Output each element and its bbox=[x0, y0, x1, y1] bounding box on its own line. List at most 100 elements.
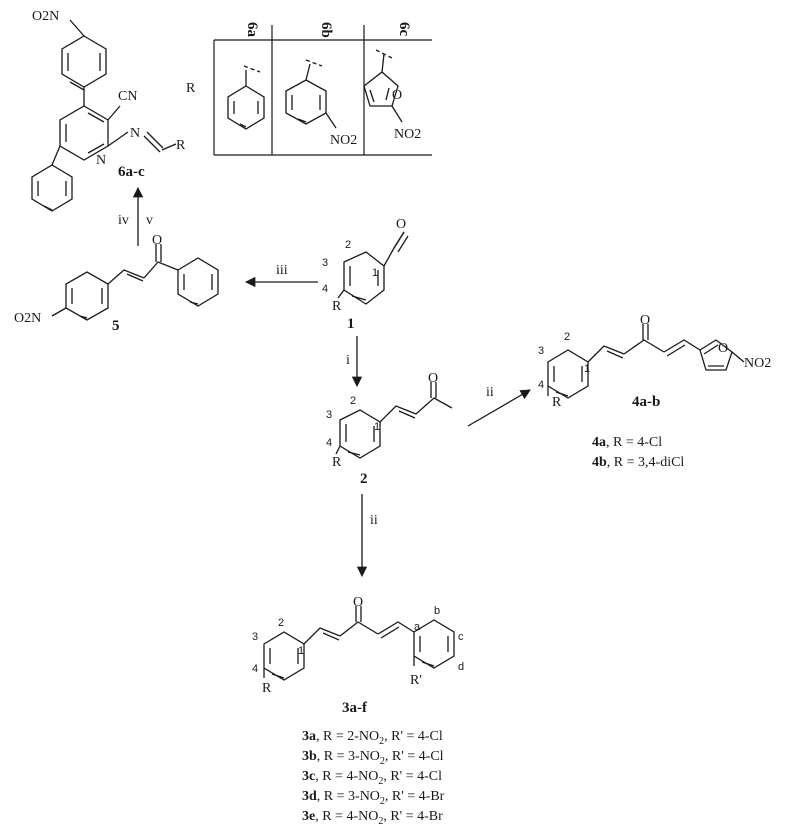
aldehyde-oxygen: O bbox=[396, 217, 406, 232]
position-3-c2: 3 bbox=[326, 409, 332, 421]
arrow-label-i: i bbox=[346, 353, 350, 368]
position-3-c4: 3 bbox=[538, 345, 544, 357]
table-header-6c: 6c bbox=[396, 22, 412, 37]
arrow-ii-to-4: ii bbox=[467, 385, 531, 427]
arrow-iii: iii bbox=[244, 263, 318, 288]
ketone-oxygen-2: O bbox=[428, 371, 438, 386]
id-3e: 3e bbox=[302, 809, 315, 824]
position-c-c3: c bbox=[458, 631, 464, 643]
sub-3c: 2 bbox=[378, 776, 383, 787]
r-group-2: R bbox=[332, 455, 342, 470]
arrow-label-iv: iv bbox=[118, 213, 129, 228]
rp-3b: , R' = 4-Cl bbox=[385, 749, 444, 764]
sub-3d: 2 bbox=[380, 796, 385, 807]
sub-3e: 2 bbox=[378, 816, 383, 827]
r-group-1: R bbox=[332, 299, 342, 314]
r-3a: , R = 2-NO bbox=[316, 729, 379, 744]
id-3b: 3b bbox=[302, 749, 317, 764]
nitro-5: O2N bbox=[14, 311, 41, 326]
nitro-6b: NO2 bbox=[330, 133, 357, 148]
rp-3c: , R' = 4-Cl bbox=[383, 769, 442, 784]
compound-list-4: 4a, R = 4-Cl 4b, R = 3,4-diCl bbox=[592, 435, 684, 470]
cn-label: CN bbox=[118, 89, 137, 104]
compound-3: O 2 3 4 1 a b c d R R' 3a-f bbox=[252, 595, 464, 716]
position-d-c3: d bbox=[458, 661, 464, 673]
r-group-3: R bbox=[262, 681, 272, 696]
r-group-table: R 6a 6b 6c NO2 O NO2 bbox=[186, 22, 432, 156]
compound-label-1: 1 bbox=[347, 316, 355, 332]
sub-3a: 2 bbox=[379, 736, 384, 747]
arrow-ii-down: ii bbox=[356, 494, 378, 578]
position-1: 1 bbox=[372, 267, 378, 279]
nitro-4: NO2 bbox=[744, 356, 771, 371]
arrow-iv-v: iv v bbox=[118, 186, 153, 246]
rp-3e: , R' = 4-Br bbox=[383, 809, 443, 824]
compound-5: O2N O 5 bbox=[14, 233, 219, 334]
id-4b: 4b bbox=[592, 455, 607, 470]
position-2-c3: 2 bbox=[278, 617, 284, 629]
r-prime-group-3: R' bbox=[410, 673, 422, 688]
compound-1: O 2 3 4 1 R 1 bbox=[322, 217, 409, 332]
arrow-i: i bbox=[346, 336, 363, 388]
position-1-c2: 1 bbox=[374, 421, 380, 433]
table-row-label: R bbox=[186, 81, 196, 96]
compound-label: 6a-c bbox=[118, 164, 145, 180]
position-4-c3: 4 bbox=[252, 663, 258, 675]
id-3c: 3c bbox=[302, 769, 315, 784]
arrow-label-ii-top: ii bbox=[486, 385, 494, 400]
compound-label-3: 3a-f bbox=[342, 700, 368, 716]
position-2-c2: 2 bbox=[350, 395, 356, 407]
arrow-label-iii: iii bbox=[276, 263, 288, 278]
furan-oxygen-4: O bbox=[718, 341, 728, 356]
table-header-6a: 6a bbox=[244, 22, 260, 38]
compound-label-4: 4a-b bbox=[632, 394, 660, 410]
position-b-c3: b bbox=[434, 605, 440, 617]
r-3d: , R = 3-NO bbox=[317, 789, 380, 804]
position-3: 3 bbox=[322, 257, 328, 269]
list-item-4a: 4a, R = 4-Cl bbox=[592, 435, 662, 450]
carbonyl-oxygen-5: O bbox=[152, 233, 162, 248]
nitro-6b-text: NO2 bbox=[330, 133, 357, 148]
r-3c: , R = 4-NO bbox=[315, 769, 378, 784]
ketone-oxygen-3: O bbox=[353, 595, 363, 610]
id-3d: 3d bbox=[302, 789, 317, 804]
list-item-3e: 3e, R = 4-NO2, R' = 4-Br bbox=[302, 809, 443, 827]
position-3-c3: 3 bbox=[252, 631, 258, 643]
rp-3a: , R' = 4-Cl bbox=[384, 729, 443, 744]
ring-nitrogen: N bbox=[96, 153, 106, 168]
sub-3b: 2 bbox=[380, 756, 385, 767]
r-group: R bbox=[176, 138, 186, 153]
position-2-c4: 2 bbox=[564, 331, 570, 343]
compound-2: O 2 3 4 1 R 2 bbox=[326, 371, 453, 487]
arrow-label-v: v bbox=[146, 213, 153, 228]
table-header-6b: 6b bbox=[318, 22, 334, 38]
compound-label-2: 2 bbox=[360, 471, 368, 487]
ketone-oxygen-4: O bbox=[640, 313, 650, 328]
compound-4: O O NO2 2 3 4 1 R 4a-b bbox=[538, 313, 771, 410]
nitro-label: O2N bbox=[32, 9, 59, 24]
position-1-c4: 1 bbox=[584, 363, 590, 375]
list-item-3b: 3b, R = 3-NO2, R' = 4-Cl bbox=[302, 749, 444, 767]
id-3a: 3a bbox=[302, 729, 316, 744]
compound-label-5: 5 bbox=[112, 318, 120, 334]
r-3b: , R = 3-NO bbox=[317, 749, 380, 764]
compound-list-3: 3a, R = 2-NO2, R' = 4-Cl 3b, R = 3-NO2, … bbox=[302, 729, 445, 827]
arrow-label-ii-down: ii bbox=[370, 513, 378, 528]
compound-6: O2N CN N N R 6a-c bbox=[31, 9, 186, 212]
rp-3d: , R' = 4-Br bbox=[385, 789, 445, 804]
rest-4a: , R = 4-Cl bbox=[606, 435, 662, 450]
imine-nitrogen: N bbox=[130, 126, 140, 141]
nitro-6c: NO2 bbox=[394, 127, 421, 142]
r-group-4: R bbox=[552, 395, 562, 410]
id-4a: 4a bbox=[592, 435, 606, 450]
position-4: 4 bbox=[322, 283, 328, 295]
position-4-c4: 4 bbox=[538, 379, 544, 391]
position-4-c2: 4 bbox=[326, 437, 332, 449]
list-item-3d: 3d, R = 3-NO2, R' = 4-Br bbox=[302, 789, 445, 807]
position-a-c3: a bbox=[414, 621, 421, 633]
list-item-3a: 3a, R = 2-NO2, R' = 4-Cl bbox=[302, 729, 443, 747]
list-item-4b: 4b, R = 3,4-diCl bbox=[592, 455, 684, 470]
rest-4b: , R = 3,4-diCl bbox=[607, 455, 685, 470]
furan-oxygen-6c: O bbox=[392, 88, 402, 103]
